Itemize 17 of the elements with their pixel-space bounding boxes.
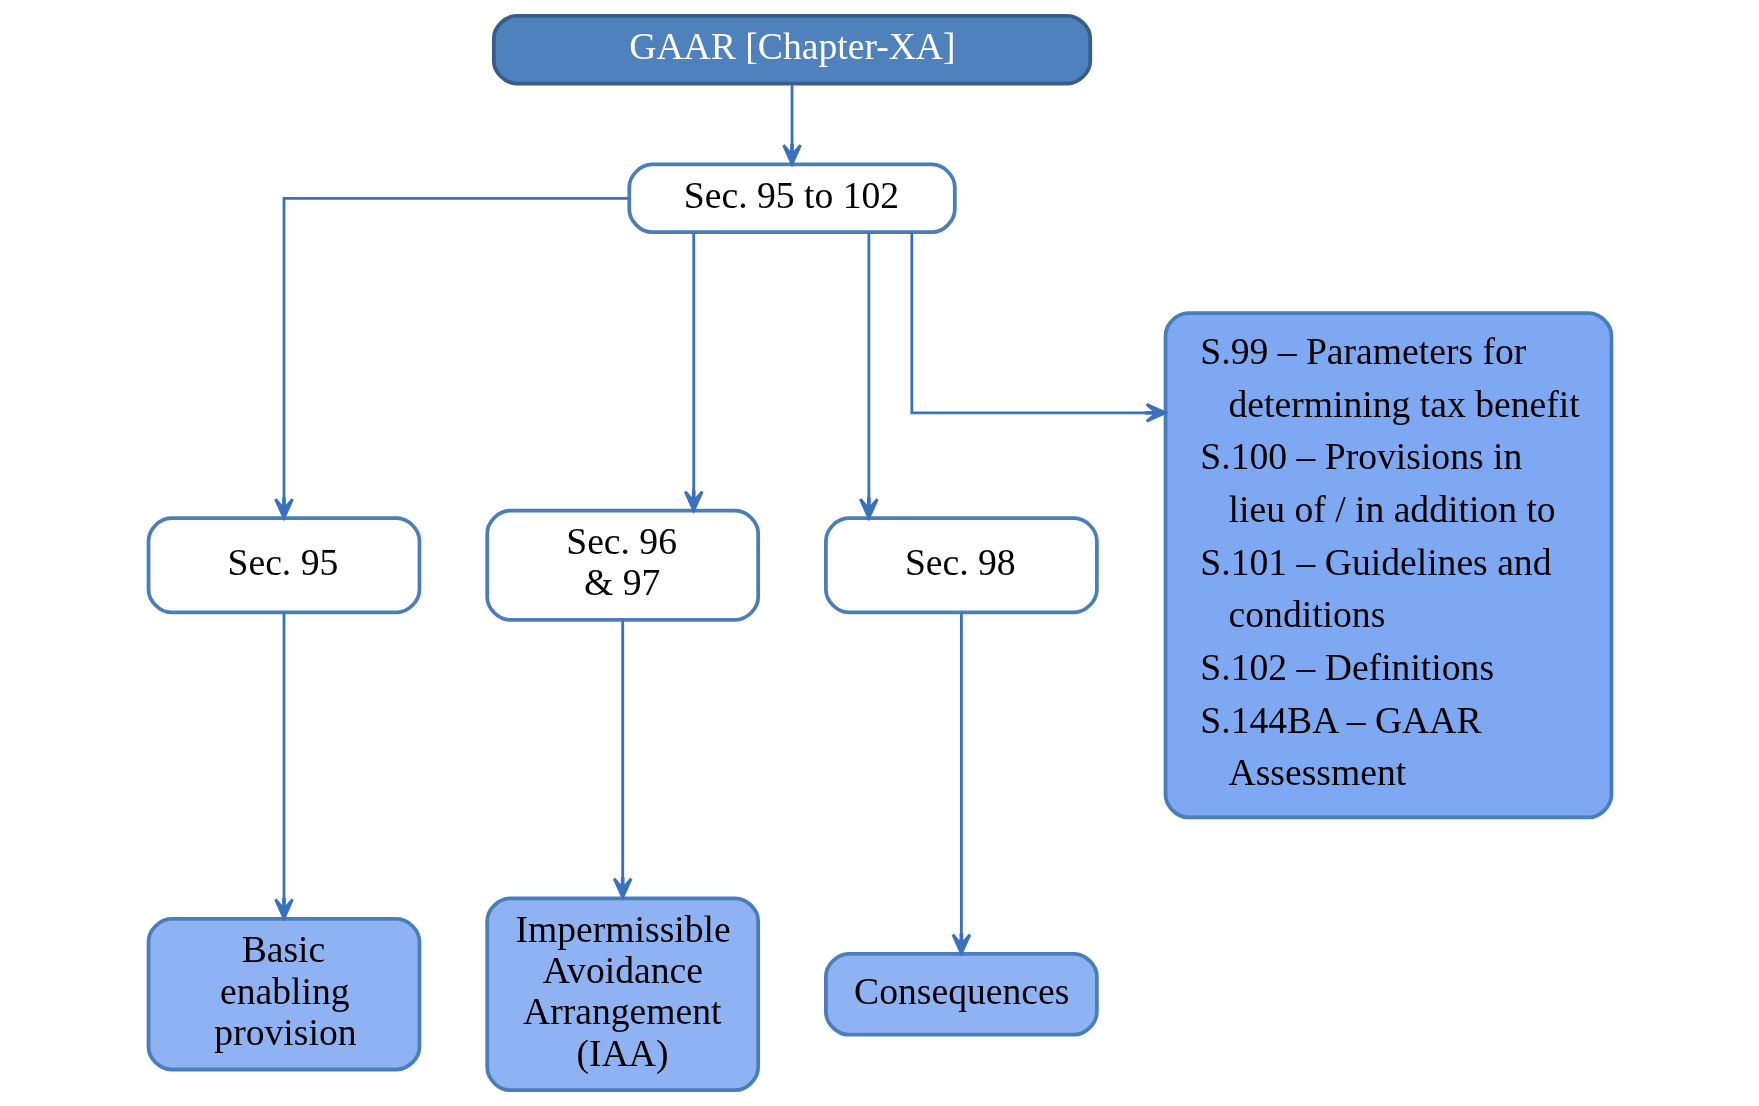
node-box: Consequences [823,951,1099,1037]
node-box: Sec. 95 to 102 [626,162,957,235]
arrow [909,232,1167,423]
arrow [612,620,633,899]
arrow [781,84,802,166]
node-box: Sec. 98 [823,516,1099,615]
arrow [273,612,294,920]
node-box: Basic enabling provision [146,917,421,1072]
node-box: Sec. 96 & 97 [484,508,760,622]
node-box: Impermissible Avoidance Arrangement (IAA) [484,896,760,1093]
arrow [273,196,629,520]
node-box: GAAR [Chapter-XA] [491,13,1092,86]
arrow [951,612,971,955]
node-box: S.99 – Parameters for determining tax benefit S.100 – Provisions in lieu of / in addition to S.101 – Guidelines and conditions S.102 – Definitions S.144BA – GAAR Assessment [1163,311,1613,820]
arrow [683,232,704,512]
node-box: Sec. 95 [146,516,421,615]
arrow [858,232,879,520]
